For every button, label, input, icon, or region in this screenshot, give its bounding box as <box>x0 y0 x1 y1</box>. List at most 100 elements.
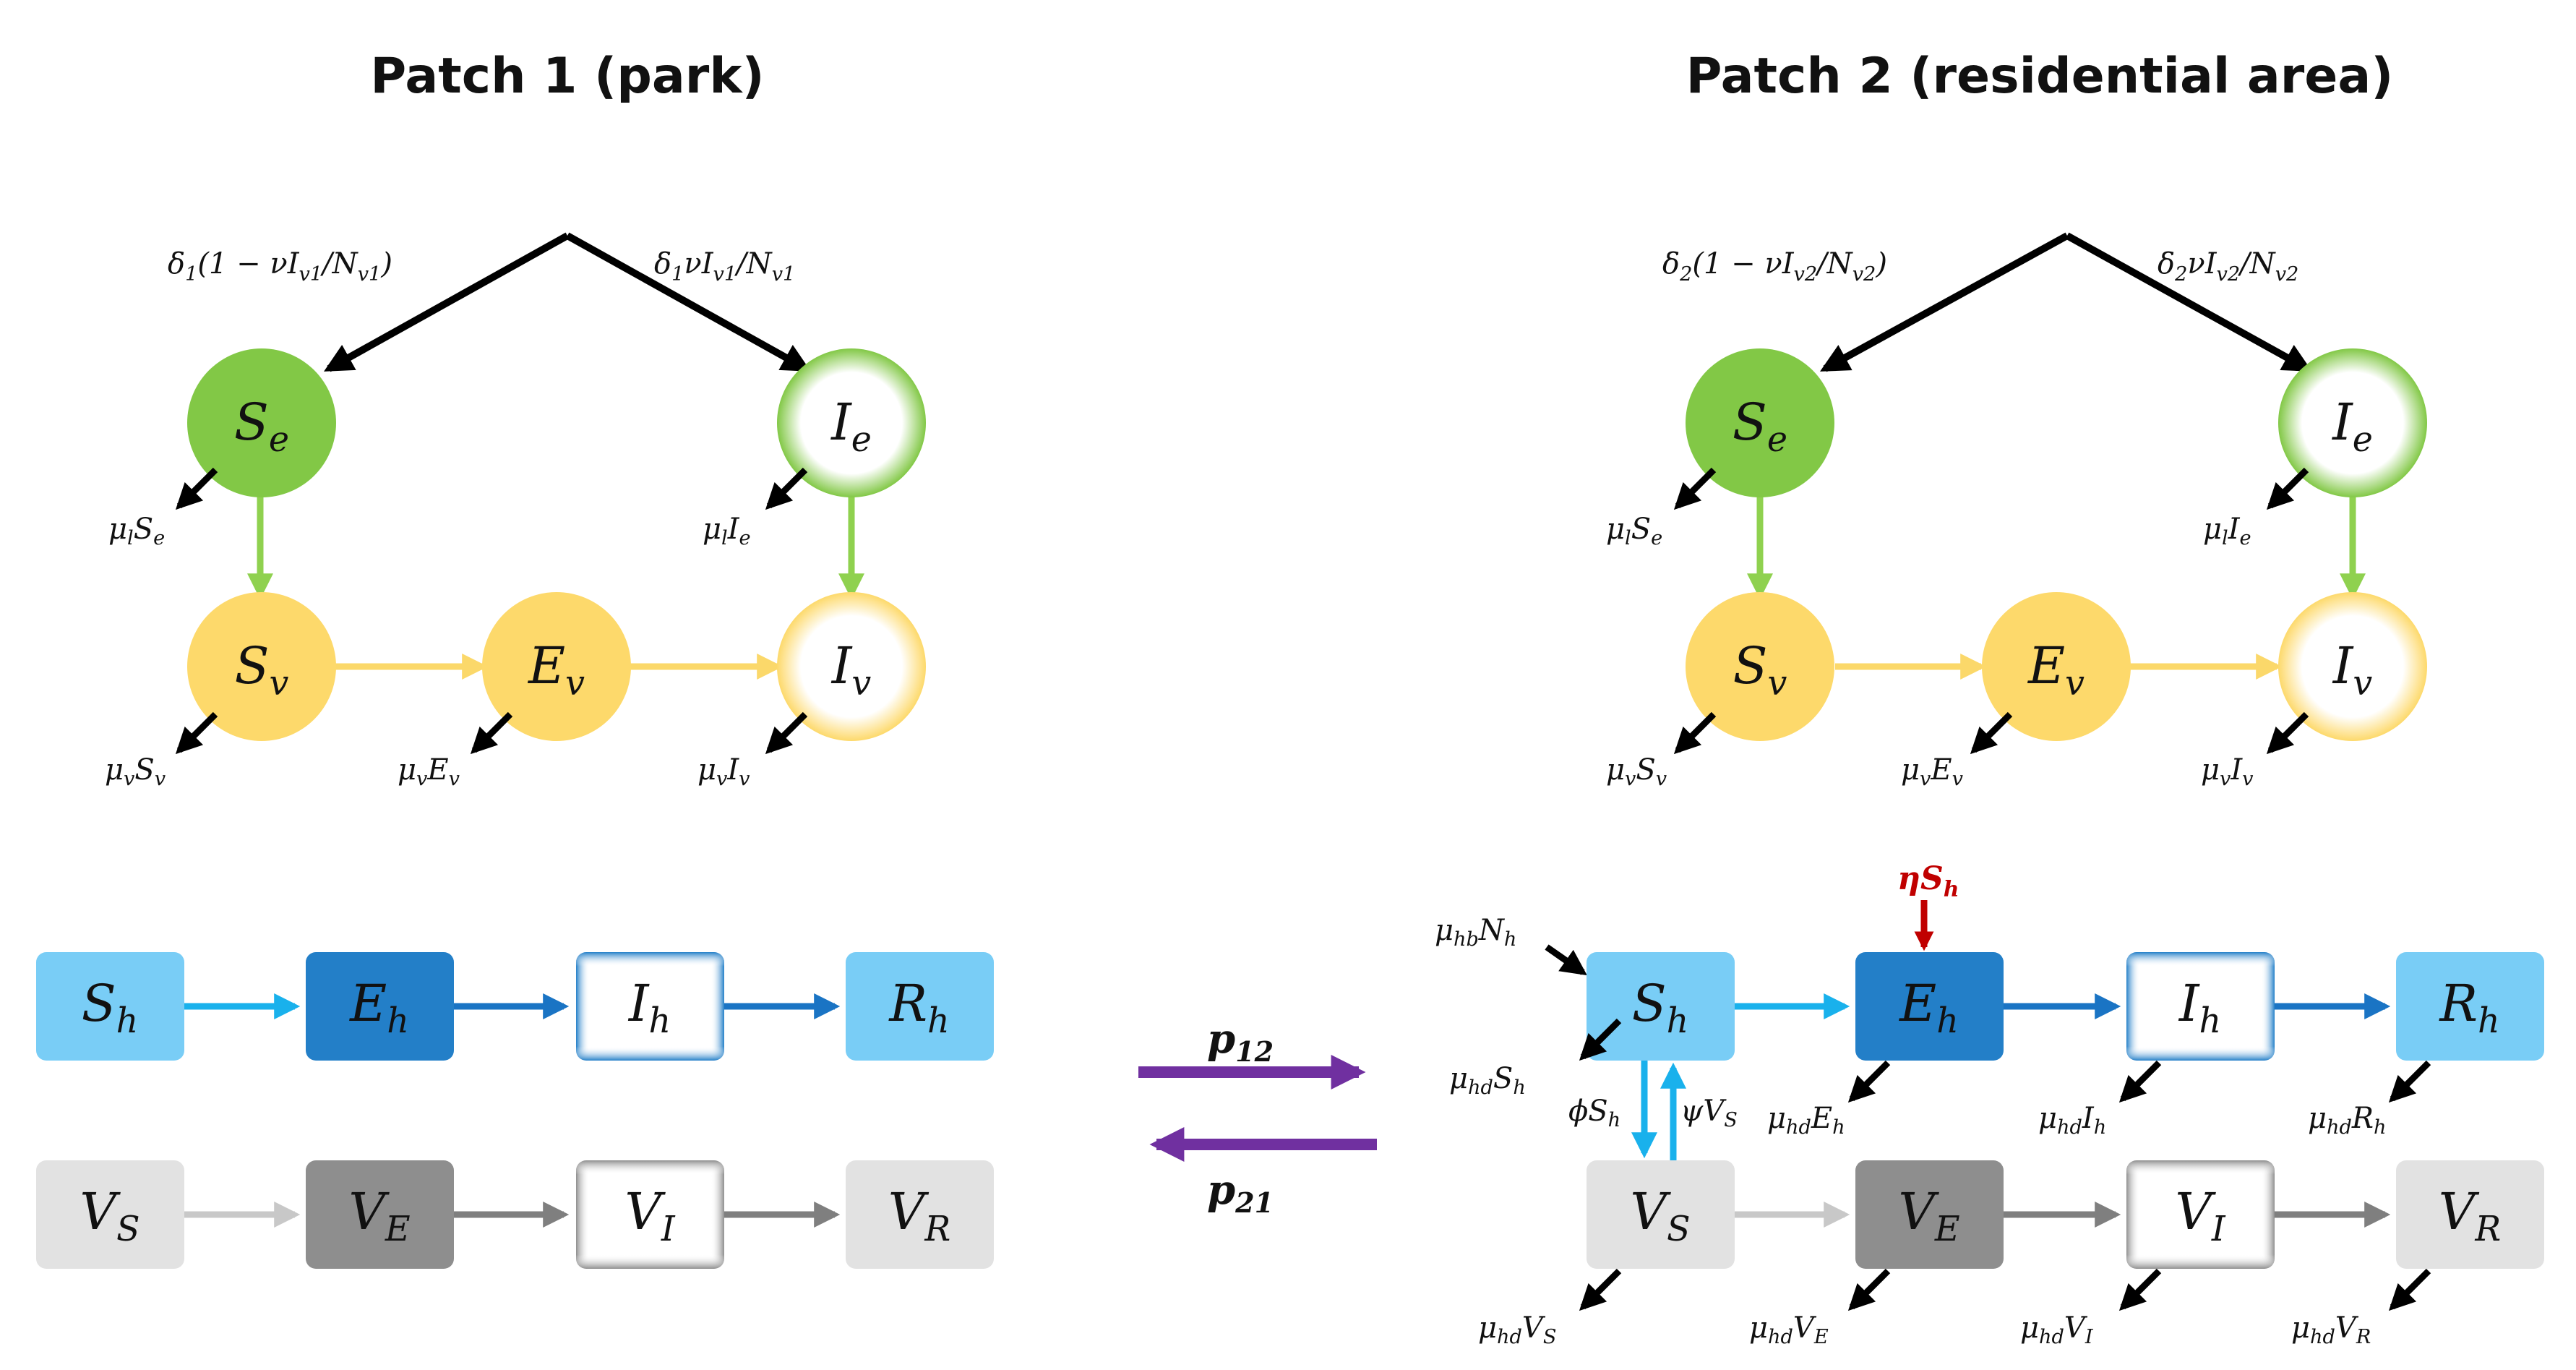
migration-arrows: p12 p21 <box>1138 1015 1377 1219</box>
p2-label-mu-hd-eh: μhdEh <box>1767 1102 1845 1139</box>
p1-arrow-mu-v-ev <box>470 711 513 755</box>
p1-node-ev <box>482 592 631 741</box>
p2-node-ev <box>1982 592 2131 741</box>
p1-node-sv-label: Sv <box>235 636 289 703</box>
p1-arrow-mu-l-se <box>175 467 218 510</box>
p2-arrow-mu-hd-vs <box>1579 1268 1622 1311</box>
p2-arrow-mu-l-ie <box>2266 467 2309 510</box>
p2-node-rh <box>2396 952 2544 1061</box>
p2-node-ie <box>2278 348 2427 497</box>
p1-label-mu-v-sv: μvSv <box>105 753 166 790</box>
label-p12: p12 <box>1207 1015 1274 1068</box>
p2-label-mu-v-sv: μvSv <box>1606 753 1667 790</box>
p1-arrow-peak-to-ie <box>565 232 811 372</box>
patch1-host-section: Sh Eh Ih Rh VS VE VI VR <box>36 952 994 1269</box>
p2-node-se-label: Se <box>1733 393 1787 460</box>
p2-label-mu-l-se: μlSe <box>1606 513 1662 549</box>
p2-node-iv <box>2278 592 2427 741</box>
p2-arrow-mu-v-iv <box>2266 711 2309 755</box>
p2-node-iv-label: Iv <box>2332 636 2373 703</box>
p2-node-sh-label: Sh <box>1632 974 1689 1041</box>
p2-arrow-mu-hd-eh <box>1847 1060 1891 1103</box>
p1-node-se <box>187 348 336 497</box>
p1-arrow-mu-v-iv <box>765 711 808 755</box>
p2-node-se <box>1686 348 1834 497</box>
p1-node-sv <box>187 592 336 741</box>
p1-node-sh <box>36 952 184 1061</box>
p2-node-eh <box>1855 952 2004 1061</box>
p2-label-mu-v-ev: μvEv <box>1901 753 1964 790</box>
p1-label-mu-v-ev: μvEv <box>398 753 460 790</box>
p1-node-vs-label: VS <box>80 1182 139 1249</box>
p1-node-rh-label: Rh <box>888 974 949 1041</box>
p2-arrow-mu-hd-vr <box>2388 1268 2431 1311</box>
p1-node-ih-label: Ih <box>627 974 671 1041</box>
p2-node-sv-label: Sv <box>1733 636 1787 703</box>
p1-node-ev-label: Ev <box>527 636 585 703</box>
p1-label-delta-ie: δ1νIv1/Nv1 <box>654 247 795 286</box>
p1-node-ve-label: VE <box>348 1182 410 1249</box>
p2-label-psi-vs: ψVS <box>1680 1095 1738 1131</box>
p2-label-mu-hd-ih: μhdIh <box>2038 1102 2106 1139</box>
patch1-tick-section: δ1(1 − νIv1/Nv1) δ1νIv1/Nv1 Se Ie Sv Ev … <box>105 232 926 790</box>
p1-node-vr <box>846 1160 994 1269</box>
p2-label-mu-hd-vi: μhdVI <box>2020 1311 2094 1348</box>
p2-node-sv <box>1686 592 1834 741</box>
p2-label-mu-hb-nh: μhbNh <box>1435 914 1516 951</box>
p2-label-mu-hd-ve: μhdVE <box>1749 1311 1829 1348</box>
p2-arrow-peak-to-ie <box>2065 232 2312 372</box>
p1-node-rh <box>846 952 994 1061</box>
p2-node-ih <box>2126 952 2275 1061</box>
p1-node-eh-label: Eh <box>348 974 409 1041</box>
p1-node-ie-label: Ie <box>830 393 872 460</box>
p2-label-mu-v-iv: μvIv <box>2201 753 2254 790</box>
p2-arrow-mu-hd-sh <box>1579 1018 1622 1061</box>
p2-node-ih-label: Ih <box>2178 974 2221 1041</box>
p1-node-iv <box>777 592 926 741</box>
patch2-title: Patch 2 (residential area) <box>1686 48 2394 105</box>
p2-arrow-peak-to-se <box>1819 232 2069 372</box>
p1-label-mu-v-iv: μvIv <box>697 753 750 790</box>
p1-node-vi-label: VI <box>624 1182 676 1249</box>
p2-label-eta-sh: ηSh <box>1897 860 1959 902</box>
p1-node-iv-label: Iv <box>830 636 872 703</box>
p2-node-vr-label: VR <box>2439 1182 2501 1249</box>
p2-arrow-mu-hd-ih <box>2118 1060 2162 1103</box>
p2-arrow-mu-l-se <box>1673 467 1717 510</box>
p1-node-ve <box>306 1160 454 1269</box>
p1-node-se-label: Se <box>234 393 289 460</box>
p2-arrow-mu-v-sv <box>1673 711 1717 755</box>
p2-label-phi-sh: ϕSh <box>1568 1095 1620 1131</box>
p2-node-eh-label: Eh <box>1898 974 1959 1041</box>
p2-node-vs-label: VS <box>1630 1182 1690 1249</box>
p2-node-ve-label: VE <box>1898 1182 1959 1249</box>
p2-node-ve <box>1855 1160 2004 1269</box>
p2-arrow-mu-hd-ve <box>1847 1268 1891 1311</box>
p1-arrow-mu-v-sv <box>175 711 218 755</box>
p2-node-ie-label: Ie <box>2331 393 2373 460</box>
p2-label-mu-hd-vr: μhdVR <box>2291 1311 2371 1348</box>
p2-arrow-birth <box>1545 944 1587 976</box>
patch2-host-section: Sh Eh Ih Rh VS VE VI VR μhbN <box>1435 860 2544 1348</box>
p2-node-rh-label: Rh <box>2438 974 2499 1041</box>
p2-arrow-mu-hd-vi <box>2118 1268 2162 1311</box>
p2-label-mu-l-ie: μlIe <box>2203 513 2251 549</box>
p1-node-sh-label: Sh <box>82 974 139 1041</box>
p2-node-vr <box>2396 1160 2544 1269</box>
patch2-tick-section: δ2(1 − νIv2/Nv2) δ2νIv2/Nv2 Se Ie Sv Ev … <box>1606 232 2427 790</box>
p1-node-eh <box>306 952 454 1061</box>
p1-label-mu-l-ie: μlIe <box>703 513 751 549</box>
p2-label-mu-hd-rh: μhdRh <box>2308 1102 2387 1139</box>
p1-label-delta-se: δ1(1 − νIv1/Nv1) <box>168 247 392 286</box>
p2-label-mu-hd-vs: μhdVS <box>1478 1311 1556 1348</box>
p2-node-vs <box>1587 1160 1735 1269</box>
patch1-title: Patch 1 (park) <box>370 48 764 105</box>
p2-node-sh <box>1587 952 1735 1061</box>
p2-node-ev-label: Ev <box>2027 636 2085 703</box>
p1-node-vi <box>576 1160 724 1269</box>
p1-arrow-mu-l-ie <box>765 467 808 510</box>
p2-label-delta-se: δ2(1 − νIv2/Nv2) <box>1662 247 1887 286</box>
p1-node-vr-label: VR <box>888 1182 950 1249</box>
p1-node-ih <box>576 952 724 1061</box>
